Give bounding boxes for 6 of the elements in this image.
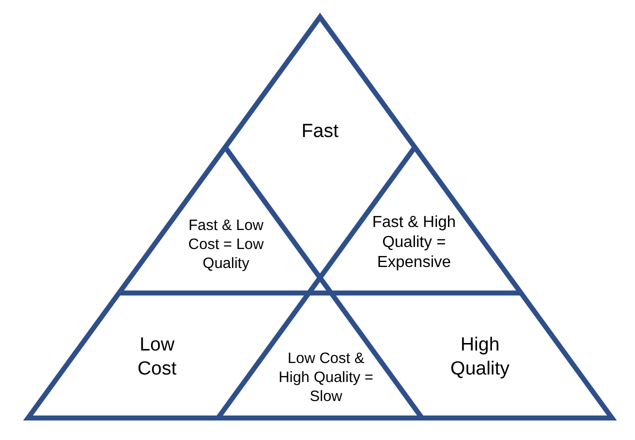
region-label: Low Cost <box>136 333 178 381</box>
region-label: High Quality <box>449 333 511 381</box>
region-label: Fast <box>300 120 340 144</box>
region-label: Low Cost & High Quality = Slow <box>278 350 374 406</box>
region-label: Fast & High Quality = Expensive <box>371 213 457 273</box>
region-label: Fast & Low Cost = Low Quality <box>187 216 265 274</box>
